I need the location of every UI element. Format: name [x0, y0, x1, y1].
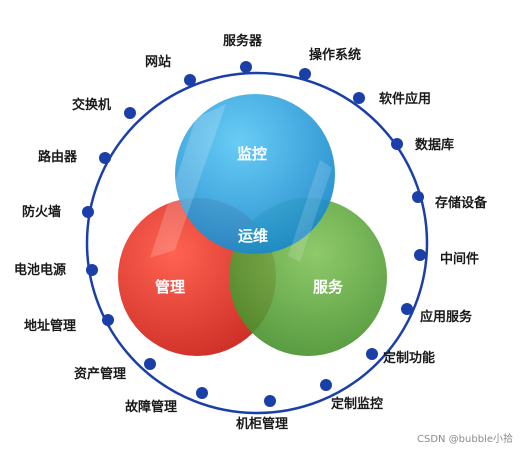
- ring-label-2: 软件应用: [379, 92, 432, 107]
- service-label: 服务: [313, 278, 344, 296]
- ring-dot-13: [86, 264, 98, 276]
- ring-label-6: 应用服务: [420, 310, 473, 325]
- ring-label-3: 数据库: [415, 138, 455, 153]
- ring-label-16: 交换机: [72, 98, 112, 113]
- gloss-highlight: [150, 104, 226, 258]
- ring-label-7: 定制功能: [383, 351, 436, 366]
- ring-label-12: 地址管理: [24, 319, 77, 334]
- ring-dot-4: [412, 191, 424, 203]
- ring-label-9: 机柜管理: [236, 417, 289, 432]
- watermark: CSDN @bubble小拾: [416, 434, 513, 445]
- gloss-highlight-2: [288, 160, 332, 262]
- ring-label-13: 电池电源: [14, 263, 67, 278]
- ring-dot-16: [124, 107, 136, 119]
- ring-label-8: 定制监控: [331, 397, 384, 412]
- ring-dot-11: [144, 358, 156, 370]
- ring-dot-2: [353, 92, 365, 104]
- ring-dot-5: [414, 249, 426, 261]
- manage-label: 管理: [155, 278, 186, 296]
- monitor-label: 监控: [237, 145, 268, 163]
- center-label: 运维: [238, 227, 269, 245]
- ring-dot-7: [366, 348, 378, 360]
- ring-dot-1: [299, 68, 311, 80]
- ring-dot-15: [99, 152, 111, 164]
- ring-dot-9: [264, 395, 276, 407]
- ring-dot-3: [391, 138, 403, 150]
- ring-dot-8: [320, 379, 332, 391]
- outer-ring: [85, 71, 429, 415]
- ring-label-5: 中间件: [440, 252, 480, 267]
- ring-dot-14: [82, 206, 94, 218]
- ring-dot-6: [401, 303, 413, 315]
- ring-label-14: 防火墙: [22, 205, 62, 220]
- ring-label-1: 操作系统: [309, 48, 362, 63]
- monitor-circle: [175, 94, 335, 254]
- ring-dot-10: [196, 387, 208, 399]
- ring-label-11: 资产管理: [74, 367, 127, 382]
- ring-label-15: 路由器: [38, 150, 78, 165]
- ring-dot-0: [240, 61, 252, 73]
- ring-dot-12: [102, 314, 114, 326]
- ring-label-17: 网站: [145, 55, 172, 70]
- ring-label-4: 存储设备: [435, 196, 488, 211]
- ring-label-10: 故障管理: [125, 400, 178, 415]
- ring-label-0: 服务器: [223, 34, 263, 49]
- ring-dots: [82, 61, 426, 407]
- ring-dot-17: [184, 74, 196, 86]
